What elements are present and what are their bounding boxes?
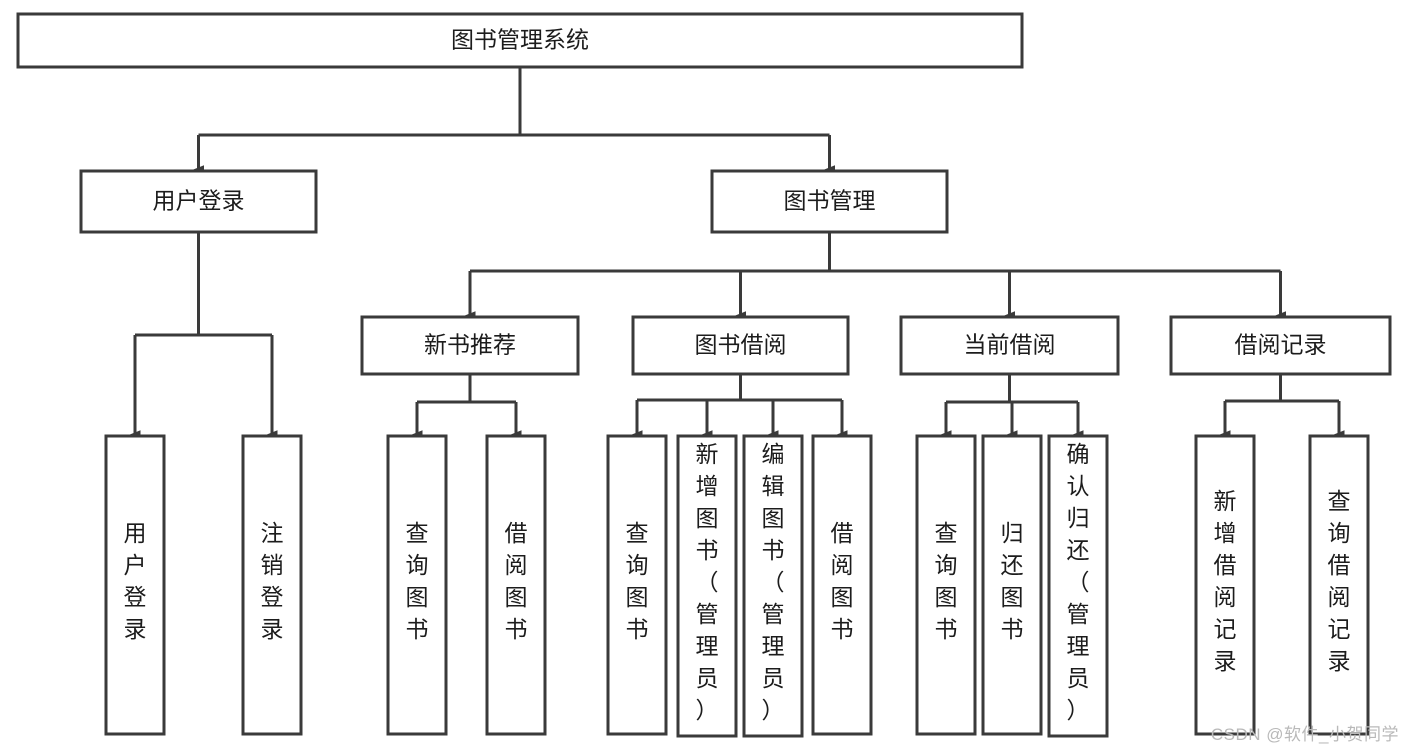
node-label: 图书借阅: [695, 332, 787, 358]
edge-newbook-to-new-query: [410, 374, 472, 440]
node-login-in[interactable]: 用户登录: [104, 434, 166, 736]
edge-records-to-rec-add: [1218, 374, 1282, 440]
node-label: 确认归还（管理员）: [1067, 441, 1090, 723]
edge-bookmgmt-to-current: [828, 232, 1016, 321]
node-root[interactable]: 图书管理系统: [16, 12, 1024, 69]
edge-root-to-login: [192, 67, 522, 175]
edge-bookmgmt-to-records: [828, 232, 1287, 321]
node-login[interactable]: 用户登录: [79, 169, 318, 234]
edge-borrow-to-bo-lend: [739, 374, 848, 440]
edge-login-to-login-out: [197, 232, 278, 440]
node-bo-query[interactable]: 查询图书: [606, 434, 668, 736]
node-label: 查询图书: [935, 520, 958, 642]
node-rec-add[interactable]: 新增借阅记录: [1194, 434, 1256, 736]
node-borrow[interactable]: 图书借阅: [631, 315, 850, 376]
edge-records-to-rec-query: [1279, 374, 1345, 440]
node-label: 归还图书: [1001, 520, 1024, 642]
edge-current-to-cu-confirm: [1008, 374, 1084, 440]
node-label: 图书管理系统: [451, 27, 589, 53]
node-new-query[interactable]: 查询图书: [386, 434, 448, 736]
node-current[interactable]: 当前借阅: [899, 315, 1120, 376]
node-label: 借阅记录: [1235, 332, 1327, 358]
node-records[interactable]: 借阅记录: [1169, 315, 1392, 376]
node-label: 新增图书（管理员）: [696, 441, 719, 723]
node-label: 当前借阅: [964, 332, 1056, 358]
edge-borrow-to-bo-edit: [739, 374, 779, 440]
edge-login-to-login-in: [128, 232, 200, 440]
node-label: 用户登录: [124, 520, 147, 642]
edge-bookmgmt-to-newbook: [463, 232, 831, 321]
node-bo-add[interactable]: 新增图书（管理员）: [676, 434, 738, 738]
node-bookmgmt[interactable]: 图书管理: [710, 169, 949, 234]
node-cu-query[interactable]: 查询图书: [915, 434, 977, 736]
node-new-borrow[interactable]: 借阅图书: [485, 434, 547, 736]
nodes-layer: 图书管理系统用户登录图书管理新书推荐图书借阅当前借阅借阅记录用户登录注销登录查询…: [16, 12, 1392, 738]
node-label: 新增借阅记录: [1214, 488, 1237, 674]
node-cu-confirm[interactable]: 确认归还（管理员）: [1047, 434, 1109, 738]
edges-layer: [128, 67, 1345, 440]
edge-newbook-to-new-borrow: [468, 374, 522, 440]
csdn-watermark: CSDN @软件_小贺同学: [1210, 725, 1399, 744]
node-login-out[interactable]: 注销登录: [241, 434, 303, 736]
edge-current-to-cu-query: [939, 374, 1011, 440]
node-bo-edit[interactable]: 编辑图书（管理员）: [742, 434, 804, 738]
node-label: 新书推荐: [424, 332, 516, 358]
node-label: 借阅图书: [831, 520, 854, 642]
node-newbook[interactable]: 新书推荐: [360, 315, 580, 376]
edge-root-to-bookmgmt: [518, 67, 836, 175]
node-cu-return[interactable]: 归还图书: [981, 434, 1043, 736]
node-label: 用户登录: [153, 188, 245, 214]
edge-bookmgmt-to-borrow: [734, 232, 831, 321]
edge-borrow-to-bo-query: [630, 374, 742, 440]
node-rec-query[interactable]: 查询借阅记录: [1308, 434, 1370, 736]
edge-borrow-to-bo-add: [700, 374, 742, 440]
node-label: 借阅图书: [505, 520, 528, 642]
node-bo-lend[interactable]: 借阅图书: [811, 434, 873, 736]
node-label: 查询借阅记录: [1328, 488, 1351, 674]
node-label: 编辑图书（管理员）: [762, 441, 785, 723]
node-label: 查询图书: [406, 520, 429, 642]
node-label: 注销登录: [261, 520, 284, 642]
node-label: 查询图书: [626, 520, 649, 642]
node-label: 图书管理: [784, 188, 876, 214]
